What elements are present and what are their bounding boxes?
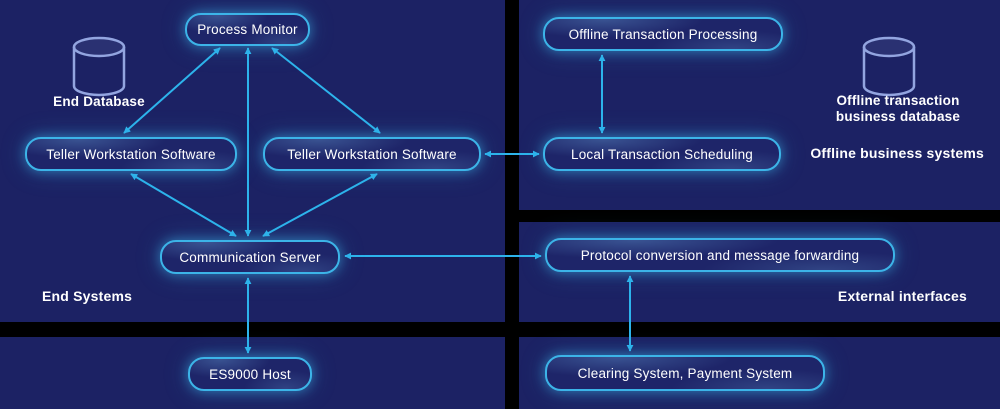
label-offline-database: Offline transaction business database bbox=[835, 93, 961, 124]
node-offline-transaction-processing: Offline Transaction Processing bbox=[543, 17, 783, 51]
panel-external-interfaces bbox=[519, 222, 1000, 322]
end-database-icon bbox=[72, 36, 126, 97]
label-offline-business-systems: Offline business systems bbox=[810, 145, 984, 161]
node-es9000-host: ES9000 Host bbox=[188, 357, 312, 391]
label-end-database: End Database bbox=[53, 94, 145, 109]
node-clearing-payment-system: Clearing System, Payment System bbox=[545, 355, 825, 391]
node-protocol-conversion: Protocol conversion and message forwardi… bbox=[545, 238, 895, 272]
label-external-interfaces: External interfaces bbox=[837, 288, 967, 304]
node-communication-server: Communication Server bbox=[160, 240, 340, 274]
node-teller-workstation-right: Teller Workstation Software bbox=[263, 137, 481, 171]
node-local-transaction-scheduling: Local Transaction Scheduling bbox=[543, 137, 781, 171]
label-end-systems: End Systems bbox=[42, 288, 133, 304]
offline-database-icon bbox=[862, 36, 916, 97]
node-teller-workstation-left: Teller Workstation Software bbox=[25, 137, 237, 171]
node-process-monitor: Process Monitor bbox=[185, 13, 310, 46]
